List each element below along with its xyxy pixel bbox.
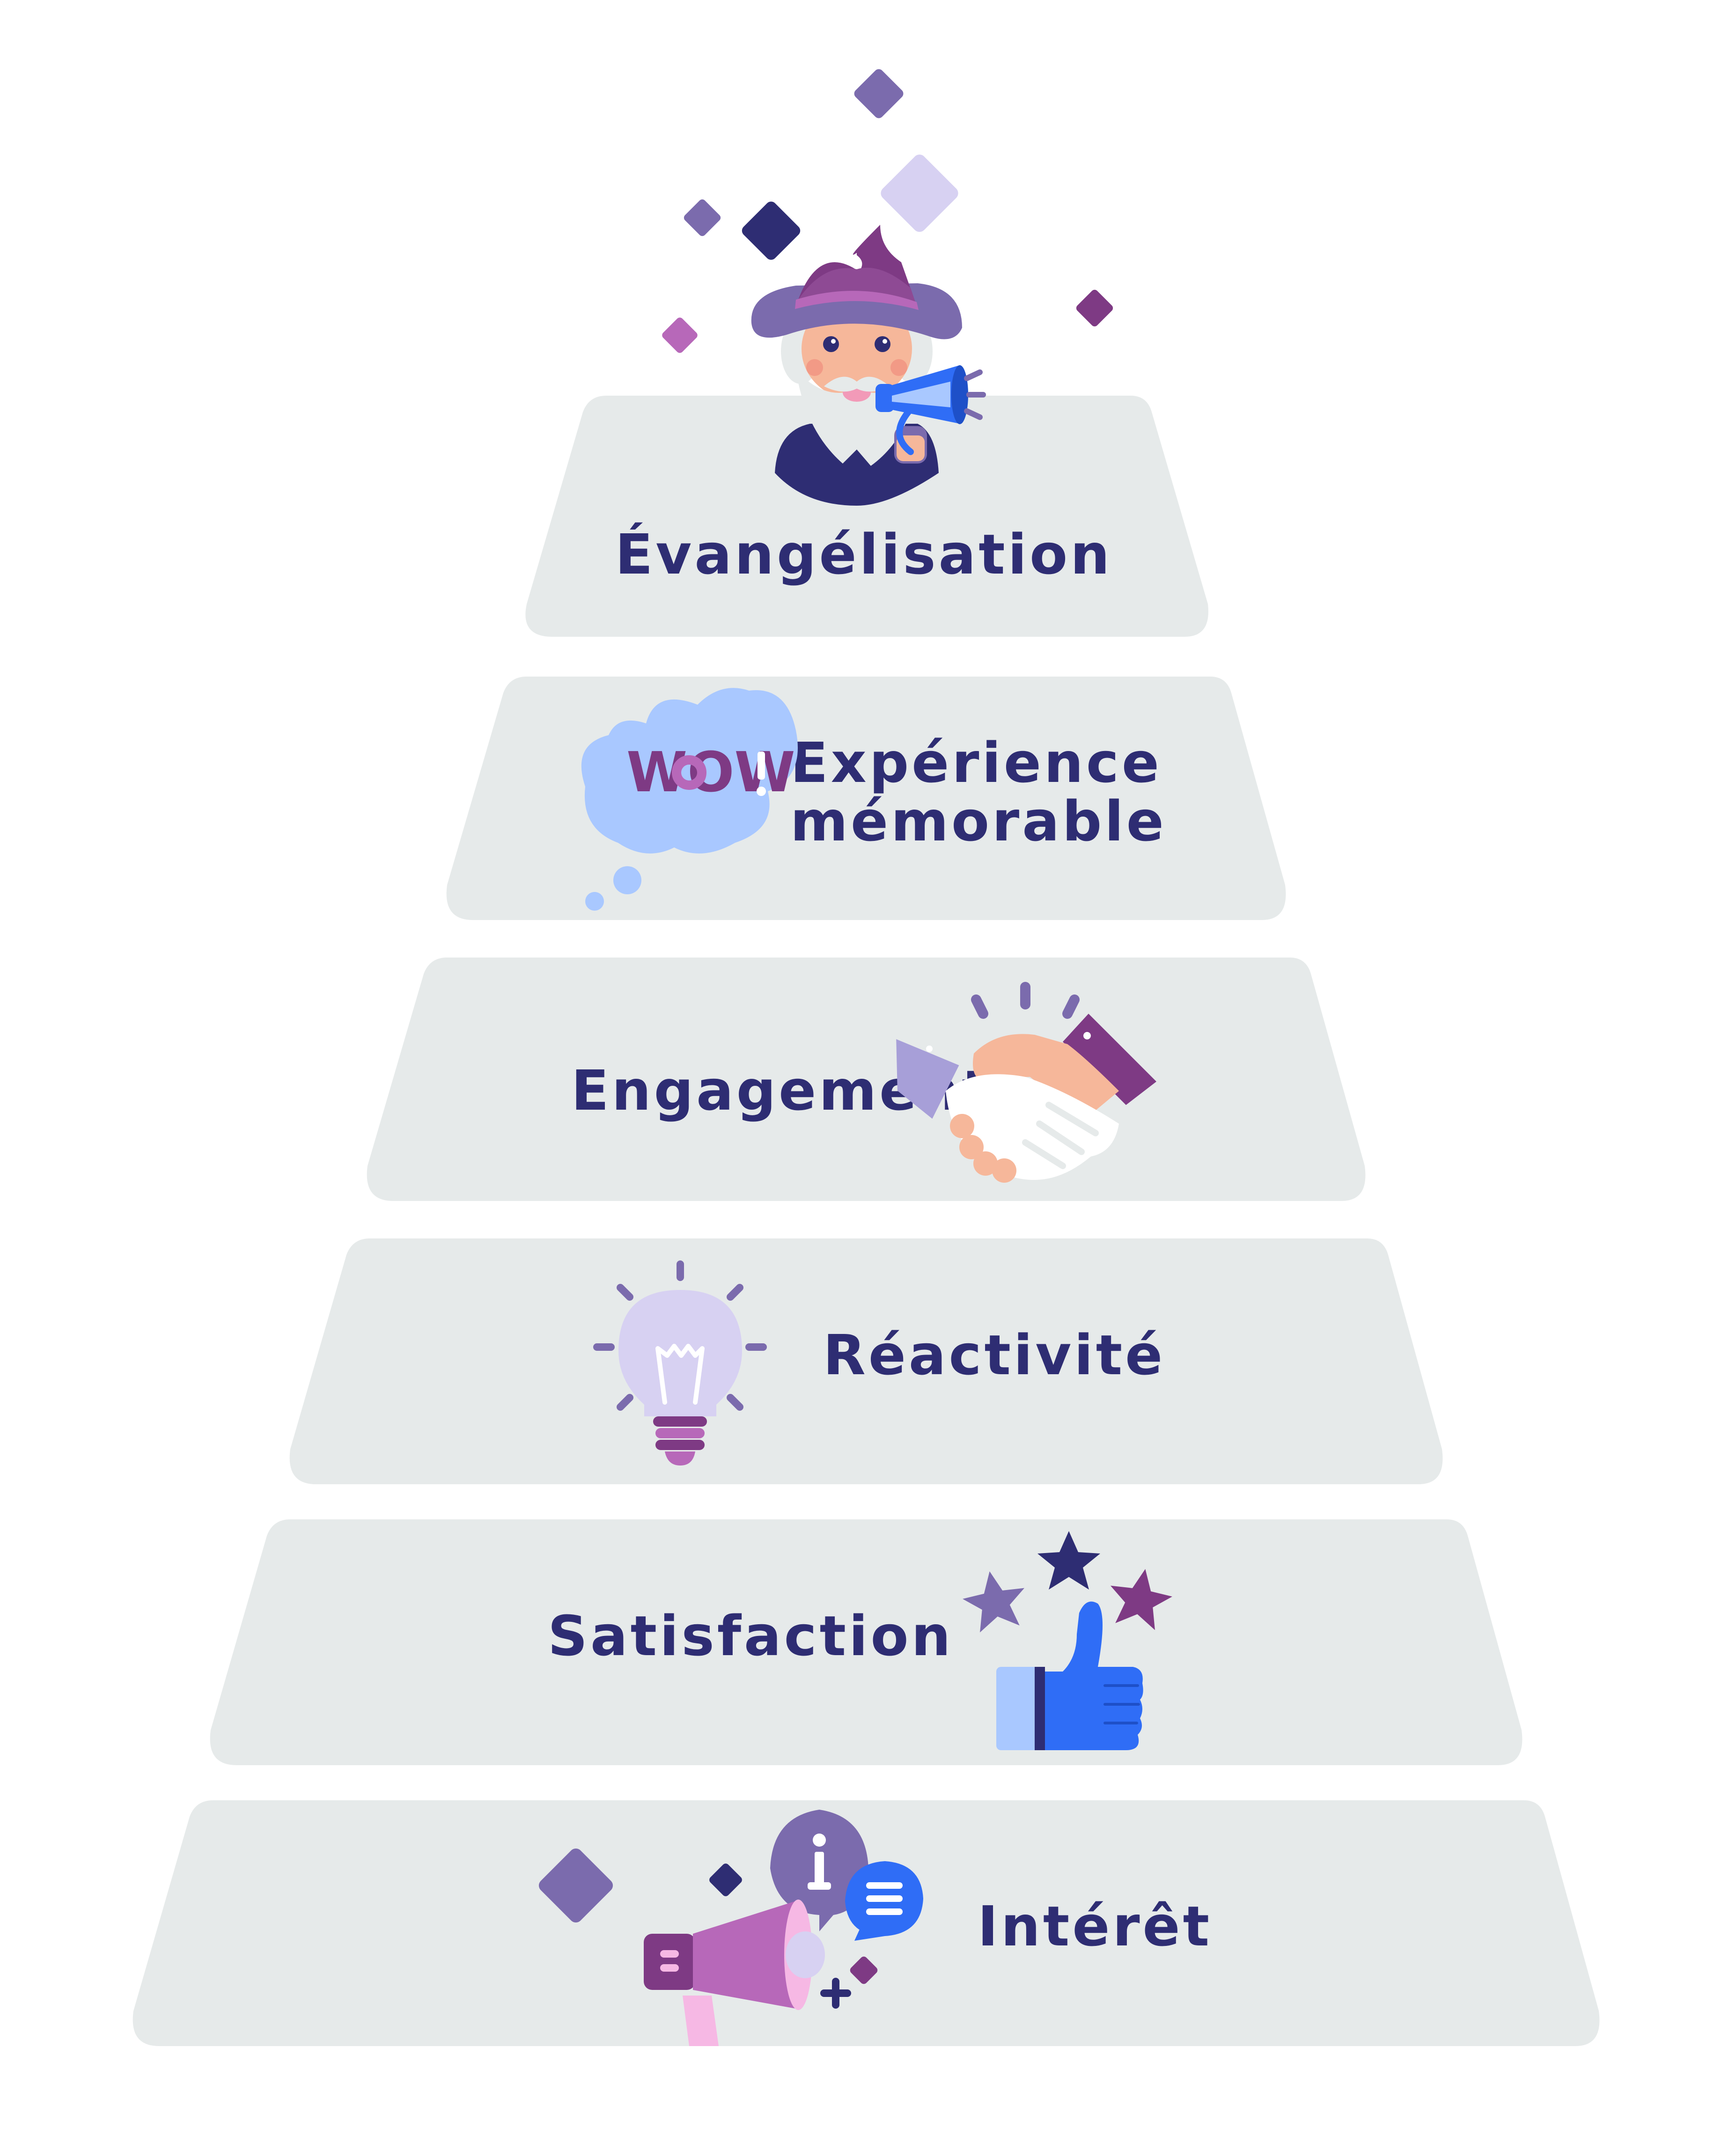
tier-engagement bbox=[367, 958, 1366, 1201]
label-experience-line2: mémorable bbox=[790, 789, 1167, 854]
star-icon bbox=[963, 1571, 1025, 1633]
megaphone-info-icon bbox=[538, 1810, 923, 2046]
diamond-icon bbox=[538, 1848, 613, 1923]
wow-text: WOW bbox=[626, 740, 795, 804]
diamond-icon bbox=[854, 69, 904, 118]
diamond-icon bbox=[850, 1956, 878, 1984]
confetti-diamonds bbox=[662, 69, 1113, 353]
label-experience-line1: Expérience bbox=[790, 730, 1162, 795]
handshake-icon bbox=[896, 982, 1156, 1183]
tier-evangelisation bbox=[525, 396, 1208, 637]
label-satisfaction: Satisfaction bbox=[548, 1604, 954, 1668]
pyramid-tiers bbox=[132, 396, 1600, 2046]
level-labels: Évangélisation Expérience mémorable Enga… bbox=[548, 522, 1212, 1959]
diamond-icon bbox=[881, 155, 958, 232]
label-evangelisation: Évangélisation bbox=[615, 522, 1112, 587]
wizard-megaphone-icon bbox=[751, 225, 986, 506]
lightbulb-icon bbox=[593, 1260, 767, 1466]
star-icon bbox=[1110, 1569, 1172, 1630]
tier-reactivite bbox=[289, 1238, 1443, 1484]
diamond-icon bbox=[662, 317, 698, 353]
diamond-icon bbox=[709, 1863, 742, 1896]
tier-satisfaction bbox=[210, 1519, 1523, 1765]
label-interet: Intérêt bbox=[978, 1894, 1212, 1959]
thumbs-up-stars-icon bbox=[963, 1531, 1172, 1750]
diamond-icon bbox=[742, 201, 801, 260]
diamond-icon bbox=[684, 199, 721, 236]
diamond-icon bbox=[1076, 289, 1113, 327]
label-reactivite: Réactivité bbox=[823, 1323, 1165, 1387]
star-icon bbox=[1037, 1531, 1100, 1590]
wow-thought-bubble-icon: WOW bbox=[581, 688, 798, 911]
